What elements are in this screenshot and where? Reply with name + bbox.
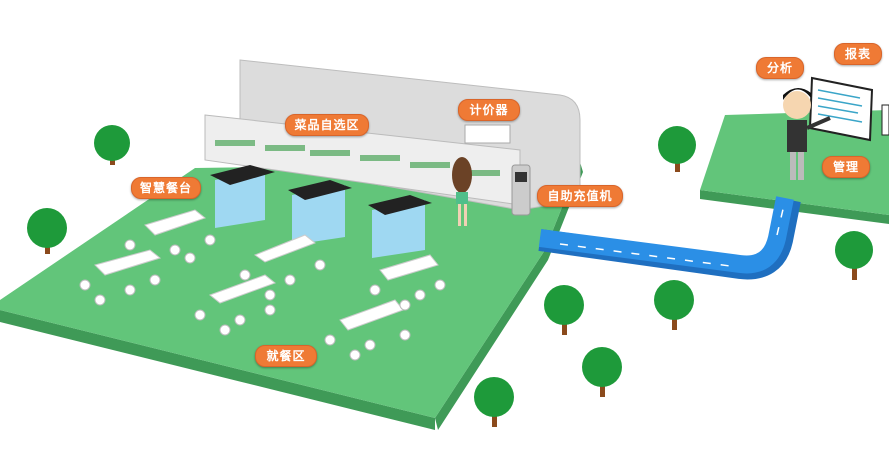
label-dining-area: 就餐区: [255, 345, 317, 367]
label-analysis: 分析: [756, 57, 804, 79]
customer-figure: [452, 157, 472, 226]
tree-icon: [658, 126, 696, 172]
tree-icon: [94, 125, 130, 165]
pricing-device-icon: [464, 124, 511, 144]
label-self-recharge-machine: 自助充值机: [537, 185, 623, 207]
label-dish-selection-area: 菜品自选区: [285, 114, 369, 136]
tree-icon: [835, 231, 873, 280]
label-smart-table: 智慧餐台: [131, 177, 201, 199]
tree-icon: [544, 285, 584, 335]
tree-icon: [582, 347, 622, 397]
tree-icon: [27, 208, 67, 254]
smart-tables: [210, 165, 432, 258]
label-report: 报表: [834, 43, 882, 65]
stools: [79, 234, 446, 361]
dining-tables: [94, 209, 439, 331]
serving-line: [204, 59, 581, 216]
tree-icon: [654, 280, 694, 330]
label-management: 管理: [822, 156, 870, 178]
manager-figure: [783, 76, 889, 180]
tree-icon: [474, 377, 514, 427]
main-platform: [0, 162, 583, 430]
label-pricing-device: 计价器: [458, 99, 520, 121]
trees: [27, 125, 873, 427]
